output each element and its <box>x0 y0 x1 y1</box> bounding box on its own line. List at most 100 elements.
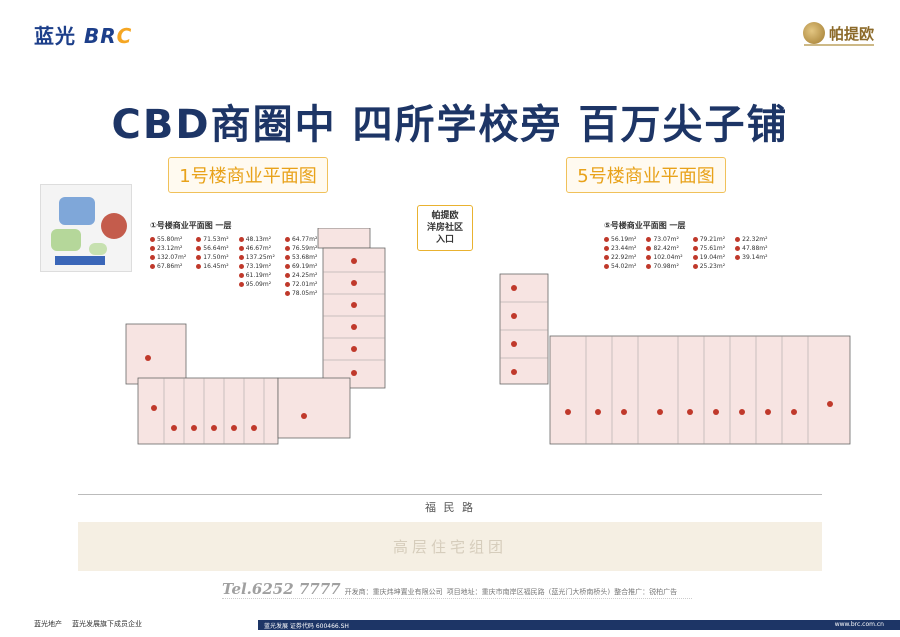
building5-legend-item: 19.04m² <box>692 253 726 262</box>
building5-legend-item: 102.04m² <box>646 253 683 262</box>
unit-marker-icon <box>150 246 155 251</box>
residential-zone-label: 高层住宅组团 <box>78 522 822 571</box>
minimap-label-tag <box>55 256 105 265</box>
building1-unit-area: 78.05m² <box>291 290 318 297</box>
unit-marker-icon <box>238 255 244 260</box>
unit-marker-icon <box>284 291 290 296</box>
building1-legend-item: 55.80m² <box>150 235 186 244</box>
building1-legend-item: 17.50m² <box>196 253 229 262</box>
building5-legend-item: 23.44m² <box>604 244 636 253</box>
building5-unit-area: 22.92m² <box>611 254 637 261</box>
unit-marker-icon <box>646 264 652 269</box>
unit-marker-icon <box>604 246 609 251</box>
contact-agency: 整合推广：锐柏广告 <box>614 588 678 596</box>
footer-company-sub: 蓝光发展旗下成员企业 <box>72 620 142 628</box>
unit-marker-icon <box>196 255 202 260</box>
unit-marker-icon <box>238 237 244 242</box>
building5-legend-item: 47.88m² <box>735 244 768 253</box>
unit-marker-icon <box>284 282 290 287</box>
crest-icon <box>802 22 825 44</box>
building1-unit-area: 16.45m² <box>203 263 229 270</box>
building5-plan-title: 5号楼商业平面图 <box>566 157 726 193</box>
building5-legend-item: 54.02m² <box>604 262 636 271</box>
building5-unit-area: 23.44m² <box>611 245 637 252</box>
building1-legend-heading: ①号楼商业平面图 一层 <box>150 221 232 230</box>
building1-floor-plan <box>118 228 418 460</box>
brand-logo: 蓝光 BRC <box>34 20 132 49</box>
building1-legend-item: 132.07m² <box>150 253 186 262</box>
building1-unit-area: 53.68m² <box>291 254 318 261</box>
building5-legend-item: 56.19m² <box>604 235 636 244</box>
building5-legend-item: 22.32m² <box>735 235 768 244</box>
unit-marker-icon <box>646 255 652 260</box>
unit-marker-icon <box>150 264 155 269</box>
road-divider-line <box>78 494 822 495</box>
building1-legend-item: 76.59m² <box>284 244 317 253</box>
building5-unit-area: 54.02m² <box>611 263 637 270</box>
unit-marker-icon <box>238 246 244 251</box>
unit-marker-icon <box>284 255 290 260</box>
unit-marker-icon <box>196 237 202 242</box>
building1-legend-column: 71.53m² 56.64m² 17.50m² 16.45m² <box>196 235 229 298</box>
unit-marker-icon <box>692 264 698 269</box>
disclaimer-line <box>222 598 692 603</box>
contact-info: Tel.6252 7777 开发商：重庆炜坤置业有限公司 项目地址：重庆市南岸区… <box>222 580 677 598</box>
building1-unit-area: 56.64m² <box>203 245 229 252</box>
contact-tel: Tel.6252 7777 <box>222 580 341 598</box>
community-entry-tag: 帕提欧 洋房社区 入口 <box>417 205 473 251</box>
footer-company: 蓝光地产 蓝光发展旗下成员企业 <box>34 619 142 629</box>
location-minimap <box>40 184 132 272</box>
building5-legend-item: 79.21m² <box>692 235 726 244</box>
building5-legend-item: 39.14m² <box>735 253 768 262</box>
unit-marker-icon <box>284 273 290 278</box>
building5-unit-area: 73.07m² <box>653 236 679 243</box>
page-headline: CBD商圈中 四所学校旁 百万尖子铺 <box>111 102 789 148</box>
building1-unit-area: 46.67m² <box>245 245 272 252</box>
building1-unit-area: 71.53m² <box>203 236 229 243</box>
unit-marker-icon <box>150 255 155 260</box>
building5-legend-heading: ⑤号楼商业平面图 一层 <box>604 221 686 230</box>
building5-unit-area: 19.04m² <box>699 254 726 261</box>
footer-url: www.brc.com.cn <box>834 621 884 628</box>
entry-line3: 入口 <box>435 235 454 245</box>
building1-unit-area: 72.01m² <box>291 281 318 288</box>
unit-marker-icon <box>284 237 290 242</box>
building1-legend-item: 56.64m² <box>196 244 229 253</box>
brand-logo-en: BR <box>83 24 117 48</box>
partner-underline <box>804 44 874 46</box>
building1-legend-item: 16.45m² <box>196 262 229 271</box>
building1-legend-item: 64.77m² <box>284 235 317 244</box>
building1-legend-item: 23.12m² <box>150 244 186 253</box>
footer-stock-code: 蓝光发展 证券代码 600466.SH <box>264 623 349 630</box>
building5-unit-area: 39.14m² <box>742 254 768 261</box>
unit-marker-icon <box>238 282 244 287</box>
building1-legend-item: 24.25m² <box>284 271 318 280</box>
building1-legend-item: 137.25m² <box>238 253 275 262</box>
building1-unit-area: 132.07m² <box>157 254 187 261</box>
unit-marker-icon <box>692 237 698 242</box>
minimap-block-green <box>51 229 81 251</box>
building1-legend-item: 69.19m² <box>284 262 317 271</box>
building1-unit-area: 24.25m² <box>291 272 318 279</box>
building5-floor-plan <box>490 246 862 462</box>
building1-unit-area: 55.80m² <box>157 236 183 243</box>
unit-marker-icon <box>735 246 741 251</box>
building5-legend-item: 25.23m² <box>692 262 726 271</box>
building1-legend-item: 71.53m² <box>196 235 229 244</box>
building1-unit-area: 48.13m² <box>245 236 272 243</box>
contact-address: 项目地址：重庆市南岸区福民路 <box>446 588 545 596</box>
building5-unit-area: 79.21m² <box>699 236 726 243</box>
building5-legend-item: 73.07m² <box>646 235 682 244</box>
contact-address-note: (蓝光门大桥南桥头) <box>548 588 611 596</box>
building1-legend-item: 67.86m² <box>150 262 186 271</box>
building1-unit-area: 17.50m² <box>203 254 229 261</box>
building5-legend-item: 82.42m² <box>646 244 682 253</box>
building5-unit-area: 25.23m² <box>699 263 726 270</box>
building1-legend-item: 95.09m² <box>238 280 275 289</box>
